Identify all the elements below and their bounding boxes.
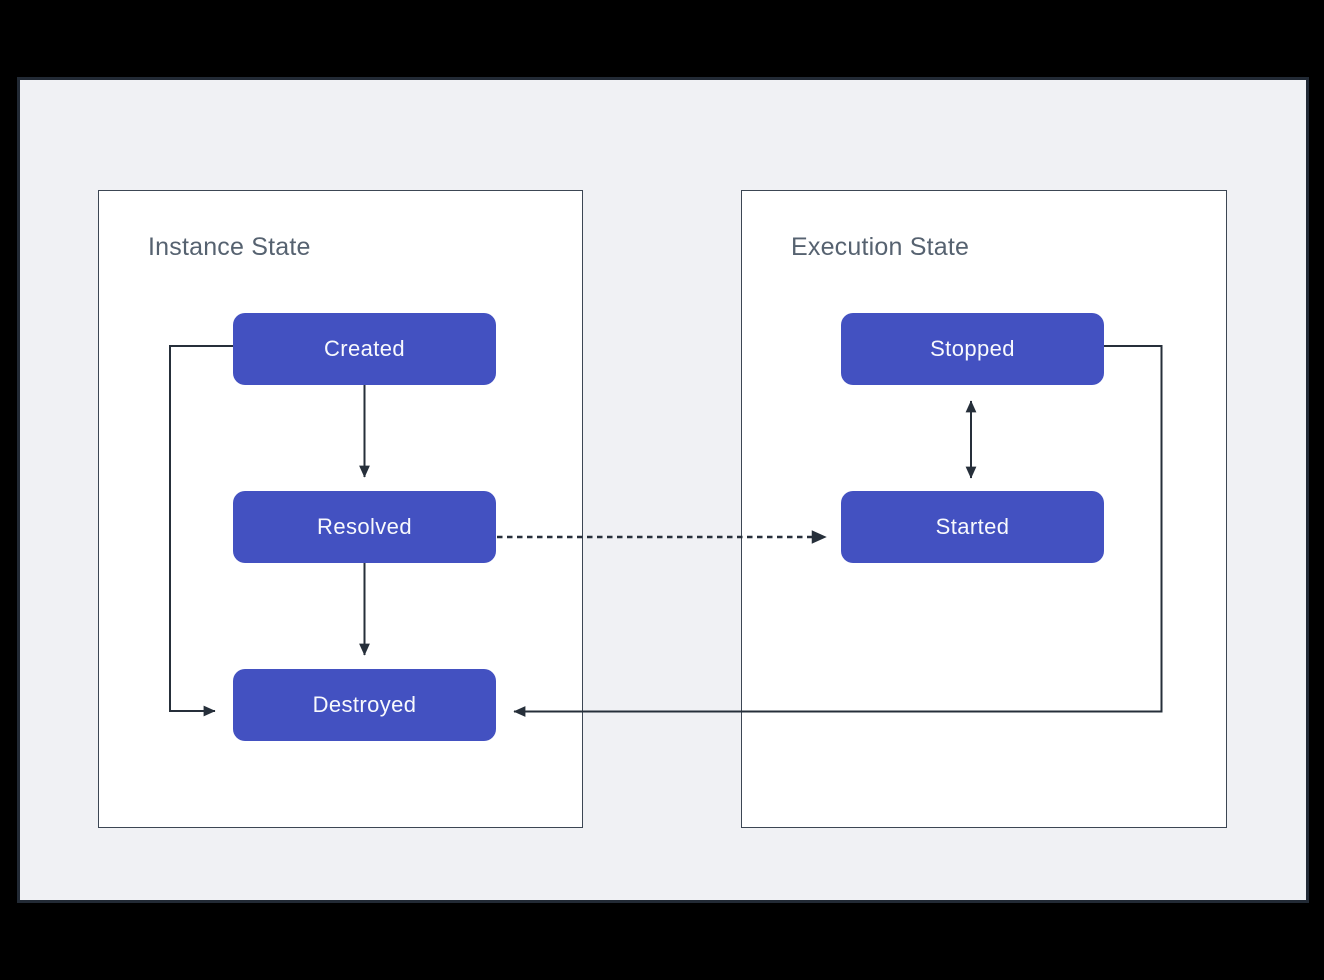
node-stopped: Stopped <box>841 313 1104 385</box>
node-resolved: Resolved <box>233 491 496 563</box>
node-created: Created <box>233 313 496 385</box>
node-started: Started <box>841 491 1104 563</box>
execution-state-title: Execution State <box>791 233 970 261</box>
node-destroyed: Destroyed <box>233 669 496 741</box>
instance-state-title: Instance State <box>148 233 311 261</box>
